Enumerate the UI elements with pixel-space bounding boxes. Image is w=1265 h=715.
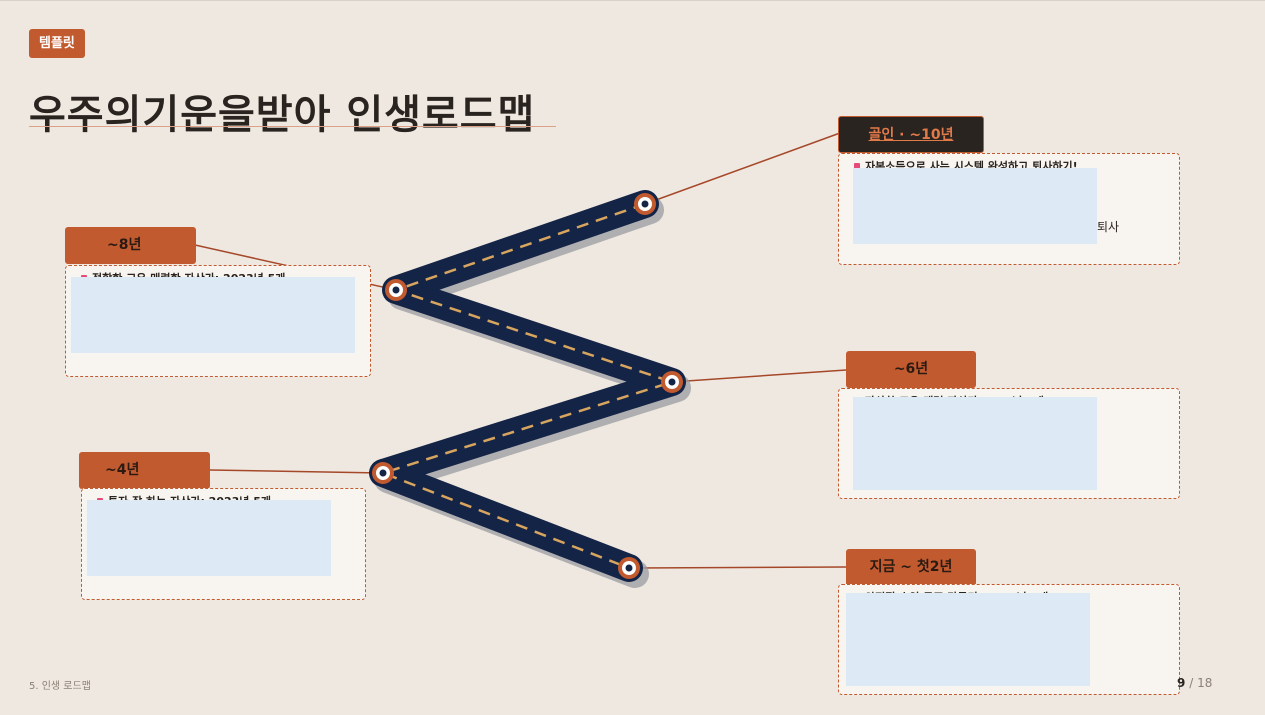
total-pages: 18 bbox=[1197, 676, 1213, 690]
connector-6 bbox=[671, 369, 847, 383]
node-6 bbox=[661, 371, 683, 393]
milestone-goal-label: 골인 · ~10년 bbox=[838, 116, 984, 153]
connector-4 bbox=[209, 469, 384, 474]
template-badge: 템플릿 bbox=[29, 29, 85, 58]
page-title: 우주의기운을받아 인생로드맵 bbox=[29, 92, 536, 138]
connector-goal bbox=[644, 132, 841, 205]
redacted-content bbox=[71, 277, 355, 353]
milestone-8-label: ~8년 bbox=[65, 227, 196, 264]
node-now bbox=[618, 557, 640, 579]
milestone-now-label: 지금 ~ 첫2년 bbox=[846, 549, 976, 586]
redacted-content bbox=[846, 593, 1090, 686]
milestone-now-card: 안정적 수익 구조 만들기: 2023년 5개 bbox=[838, 584, 1180, 695]
page-separator: / bbox=[1189, 676, 1194, 690]
milestone-6-card: 자산한 고유 매력 자산가 2023년 5개 bbox=[838, 388, 1180, 499]
milestone-4-card: 투자 잘 하는 자산가: 2023년 5개 bbox=[81, 488, 366, 600]
connector-now bbox=[628, 566, 847, 569]
current-page: 9 bbox=[1177, 676, 1186, 690]
milestone-goal-tail: 퇴사 bbox=[1097, 220, 1120, 234]
section-footer: 5. 인생 로드맵 bbox=[29, 681, 91, 692]
node-goal bbox=[634, 193, 656, 215]
node-4 bbox=[372, 462, 394, 484]
milestone-4-label: ~4년 bbox=[79, 452, 210, 489]
redacted-content bbox=[853, 168, 1097, 244]
milestone-goal-card: 자본소득으로 사는 시스템 완성하고 퇴사하기! 퇴사 bbox=[838, 153, 1180, 265]
redacted-content bbox=[853, 397, 1097, 490]
road-dash bbox=[379, 202, 677, 570]
road-path bbox=[369, 190, 686, 582]
milestone-8-card: 적합한 고유 매력한 자산가: 2023년 5개 bbox=[65, 265, 371, 377]
redacted-content bbox=[87, 500, 331, 576]
title-underline bbox=[29, 126, 556, 127]
page-counter: 9 / 18 bbox=[1177, 676, 1212, 690]
node-8 bbox=[385, 279, 407, 301]
milestone-6-label: ~6년 bbox=[846, 351, 976, 388]
